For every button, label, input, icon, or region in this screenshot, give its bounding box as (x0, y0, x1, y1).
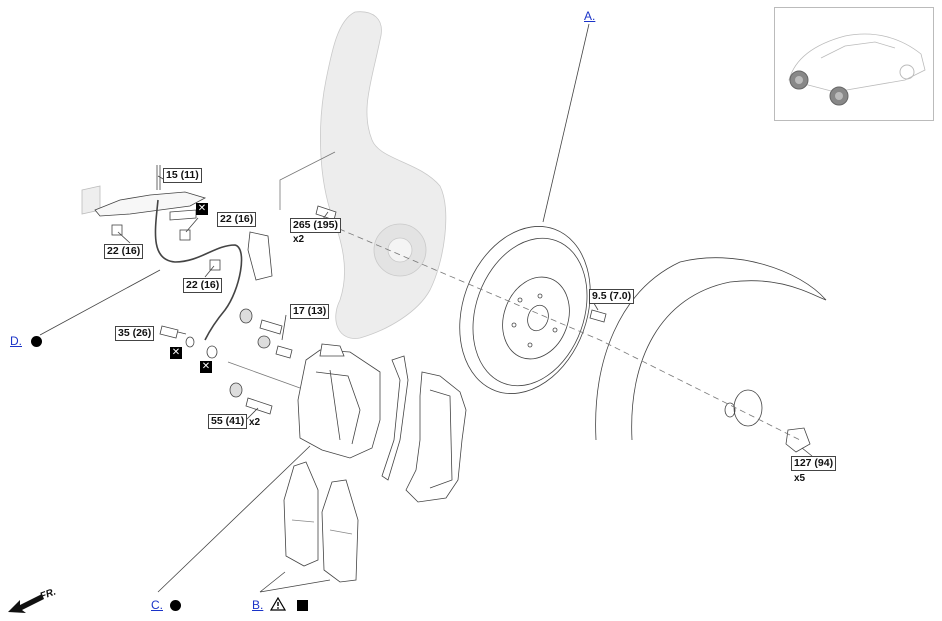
warning-triangle-icon (270, 597, 286, 611)
black-square-icon (297, 600, 308, 611)
torque-callout-disc-screw: 9.5 (7.0) (589, 289, 635, 304)
vehicle-location-inset (774, 7, 934, 121)
black-circle-icon (31, 336, 42, 347)
ref-link-brake-pads[interactable]: B. (252, 598, 264, 612)
brake-pads (283, 461, 359, 583)
ref-link-brake-disc[interactable]: A. (584, 9, 596, 23)
black-circle-icon (170, 600, 181, 611)
lug-nut (785, 427, 811, 453)
ref-link-caliper[interactable]: C. (151, 598, 163, 612)
replace-part-icon: ✕ (170, 347, 182, 359)
quantity-caliper-bracket-bolt: x2 (293, 234, 305, 245)
disc-retaining-screw (589, 309, 607, 323)
caliper-bracket (405, 371, 467, 503)
quantity-lug-nut: x5 (794, 473, 806, 484)
wheel (595, 257, 827, 441)
brake-caliper (297, 343, 381, 459)
torque-callout-slide-pin-bolt: 17 (13) (290, 304, 330, 319)
vehicle-outline-icon (788, 33, 926, 106)
torque-callout-banjo-bolt: 35 (26) (115, 326, 155, 341)
banjo-bolt (159, 325, 218, 359)
torque-callout-caliper-pin-bolt: 55 (41) (208, 414, 248, 429)
torque-callout-caliper-bracket-bolt: 265 (195) (290, 218, 341, 233)
front-direction-arrow-icon (8, 594, 44, 613)
caliper-slide-pins (229, 205, 337, 415)
torque-callout-hose-bolt-upper: 22 (16) (217, 212, 257, 227)
replace-part-icon: ✕ (196, 203, 208, 215)
torque-callout-brake-hose-bracket-bolt: 15 (11) (163, 168, 202, 183)
pad-retainer-clips (381, 355, 409, 481)
steering-knuckle (320, 11, 447, 339)
torque-callout-lug-nut: 127 (94) (791, 456, 837, 471)
brake-disc (459, 226, 591, 394)
quantity-caliper-pin-bolt: x2 (249, 417, 261, 428)
torque-callout-hose-bolt-lower: 22 (16) (183, 278, 223, 293)
brake-hose (81, 165, 273, 341)
replace-part-icon: ✕ (200, 361, 212, 373)
torque-callout-hose-bolt-left: 22 (16) (104, 244, 144, 259)
ref-link-brake-hose[interactable]: D. (10, 334, 22, 348)
